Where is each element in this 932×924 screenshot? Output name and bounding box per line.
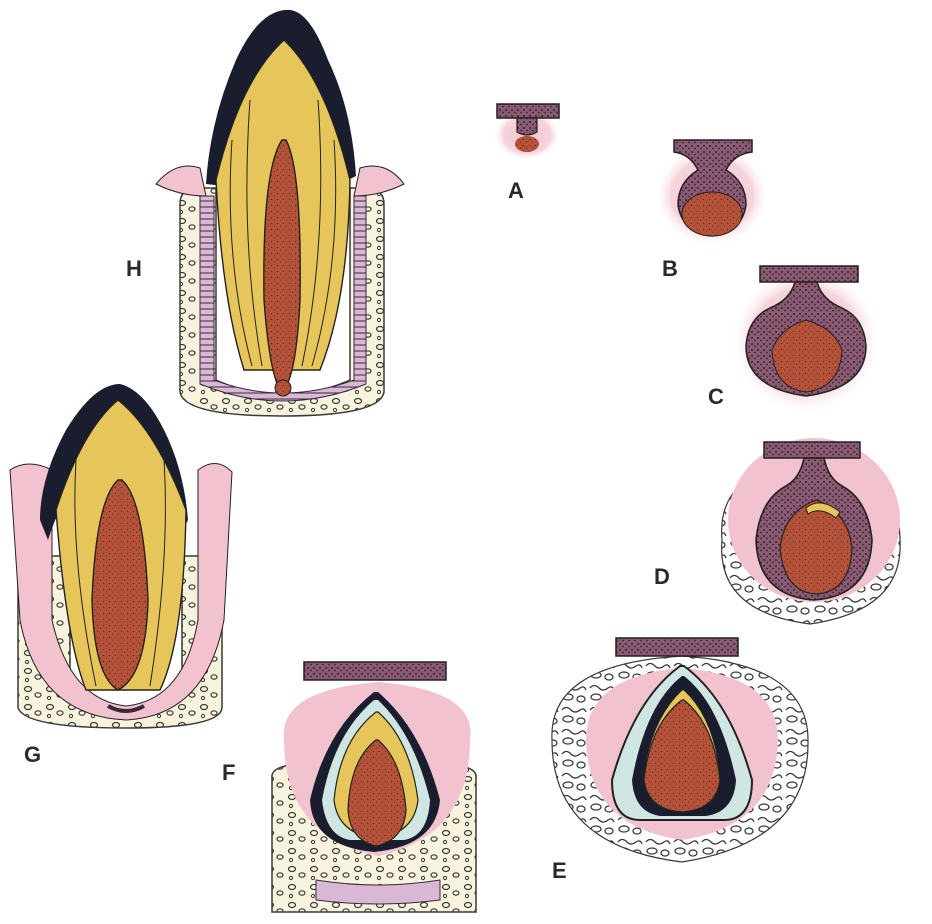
stage-label-d: D	[654, 564, 670, 589]
stage-f-root-formation	[272, 662, 476, 912]
stage-c-early-bell	[730, 266, 882, 414]
stage-label-f: F	[222, 760, 235, 785]
stage-label-c: C	[708, 384, 724, 409]
stage-label-a: A	[508, 178, 524, 203]
stage-g-eruption	[10, 384, 232, 728]
stage-label-g: G	[24, 742, 41, 767]
stage-a-bud	[493, 104, 561, 161]
stage-d-late-bell	[722, 438, 901, 624]
stage-label-b: B	[662, 256, 678, 281]
stage-label-e: E	[552, 858, 567, 883]
stage-h-functional-tooth	[156, 10, 404, 416]
stage-label-h: H	[126, 256, 142, 281]
stage-e-crown-stage	[552, 638, 808, 862]
stage-b-cap	[654, 140, 770, 247]
